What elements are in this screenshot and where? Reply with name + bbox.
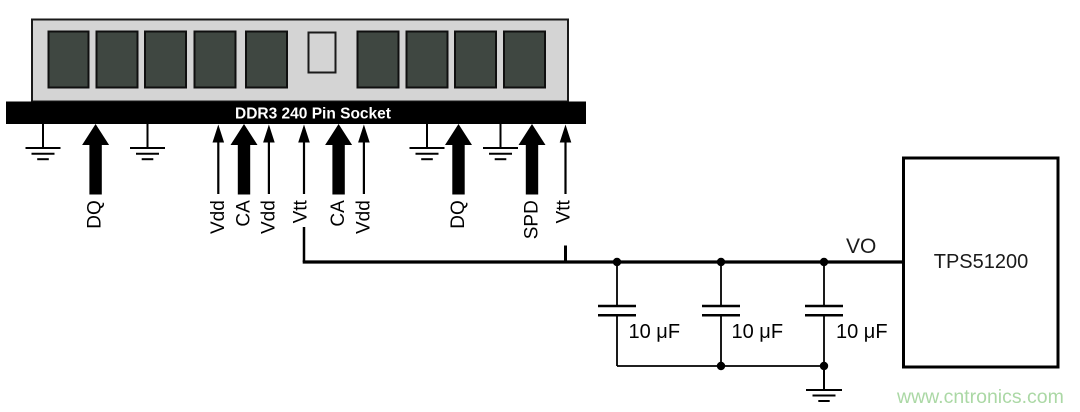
svg-text:Vdd: Vdd (353, 200, 374, 234)
svg-text:DQ: DQ (448, 200, 469, 229)
svg-text:Vtt: Vtt (554, 199, 575, 223)
svg-text:CA: CA (328, 200, 349, 227)
svg-text:Vtt: Vtt (291, 199, 312, 223)
svg-text:Vdd: Vdd (208, 200, 229, 234)
svg-text:10 μF: 10 μF (629, 321, 681, 343)
svg-text:DDR3 240 Pin Socket: DDR3 240 Pin Socket (235, 106, 391, 123)
svg-text:CA: CA (234, 200, 255, 227)
svg-text:SPD: SPD (522, 200, 543, 239)
svg-text:TPS51200: TPS51200 (934, 251, 1029, 273)
svg-text:VO: VO (846, 235, 876, 258)
svg-text:www.cntronics.com: www.cntronics.com (896, 386, 1064, 408)
svg-text:DQ: DQ (85, 200, 106, 229)
svg-text:10 μF: 10 μF (732, 321, 784, 343)
svg-text:10 μF: 10 μF (836, 321, 888, 343)
svg-text:Vdd: Vdd (258, 200, 279, 234)
